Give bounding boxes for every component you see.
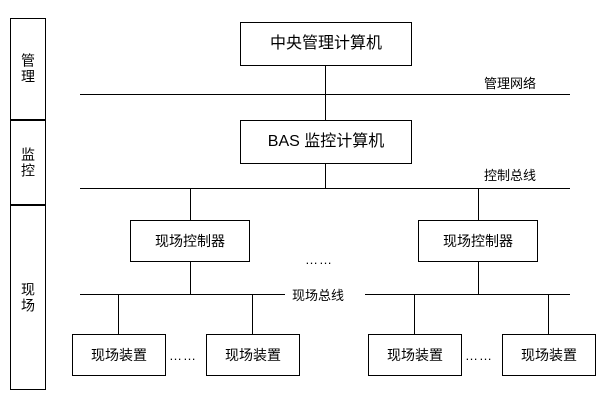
connector-central-to-management-network: [325, 66, 326, 94]
node-field-device-4: 现场装置: [502, 334, 596, 376]
layer-box-field: 现场: [10, 205, 46, 390]
layer-box-management: 管理: [10, 18, 46, 120]
connector-field-bus-to-device-4: [548, 294, 549, 334]
layer-label-supervision: 监控: [20, 146, 36, 179]
ellipsis-between-devices-right: ……: [465, 348, 493, 363]
connector-control-bus-to-controller-left: [190, 188, 191, 220]
node-label-field-device-2: 现场装置: [225, 346, 281, 363]
node-label-field-controller-right: 现场控制器: [443, 232, 513, 249]
bus-label-field: 现场总线: [292, 288, 345, 303]
layer-label-management: 管理: [20, 53, 36, 85]
node-field-device-2: 现场装置: [206, 334, 300, 376]
connector-field-bus-to-device-2: [252, 294, 253, 334]
connector-controller-right-to-field-bus: [478, 262, 479, 294]
connector-bas-to-control-bus: [325, 164, 326, 188]
ellipsis-between-controllers: ……: [305, 252, 333, 267]
node-field-device-1: 现场装置: [72, 334, 166, 376]
ellipsis-between-devices-left: ……: [169, 348, 197, 363]
node-field-controller-left: 现场控制器: [130, 220, 250, 262]
node-label-central-management-computer: 中央管理计算机: [269, 34, 382, 52]
node-central-management-computer: 中央管理计算机: [240, 22, 412, 66]
connector-field-bus-to-device-1: [118, 294, 119, 334]
layer-label-field: 现场: [20, 281, 36, 314]
bus-label-management-network: 管理网络: [484, 76, 537, 91]
node-label-field-device-1: 现场装置: [91, 346, 147, 363]
connector-controller-left-to-field-bus: [190, 262, 191, 294]
bus-field-right-segment: [365, 294, 570, 295]
layer-box-supervision: 监控: [10, 120, 46, 205]
node-label-bas-supervisory-computer: BAS 监控计算机: [267, 132, 385, 150]
bus-label-control: 控制总线: [484, 168, 537, 183]
node-label-field-controller-left: 现场控制器: [155, 232, 225, 249]
connector-field-bus-to-device-3: [414, 294, 415, 334]
node-field-controller-right: 现场控制器: [418, 220, 538, 262]
connector-management-network-to-bas: [325, 94, 326, 120]
node-label-field-device-4: 现场装置: [521, 346, 577, 363]
connector-control-bus-to-controller-right: [478, 188, 479, 220]
bus-field: [80, 294, 285, 295]
node-label-field-device-3: 现场装置: [387, 346, 443, 363]
bus-control: [80, 188, 570, 189]
node-bas-supervisory-computer: BAS 监控计算机: [240, 120, 412, 164]
node-field-device-3: 现场装置: [368, 334, 462, 376]
